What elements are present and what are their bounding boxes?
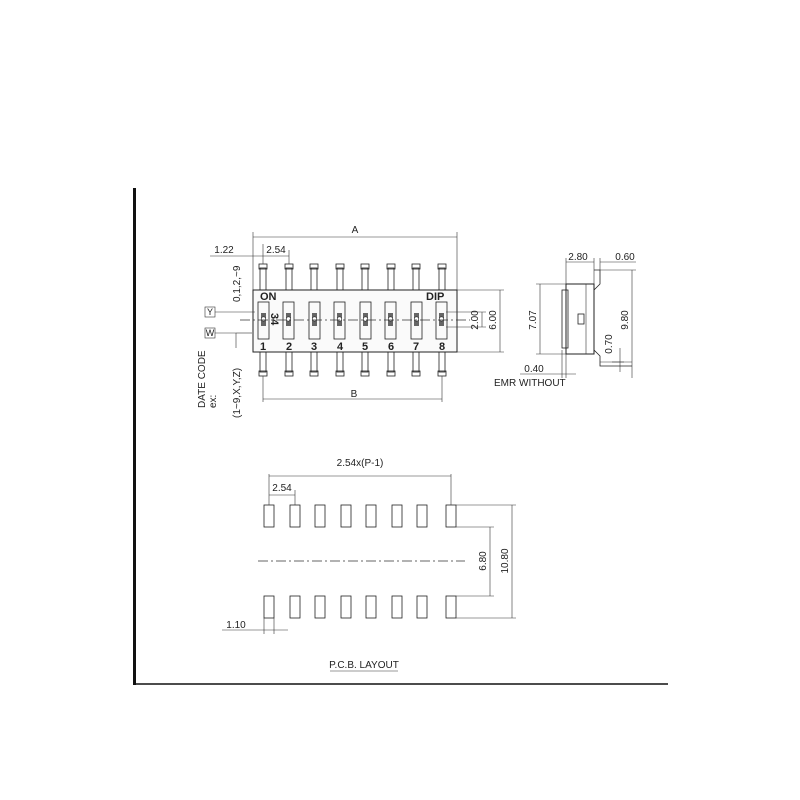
dim-pcb-pitch-label: 2.54	[272, 483, 292, 494]
side-lead-bottom	[593, 349, 632, 367]
pcb-top-pads	[263, 504, 457, 528]
pad	[263, 595, 275, 619]
pin	[258, 349, 268, 377]
pad	[445, 504, 457, 528]
dimension-heights: 2.00 6.00	[446, 289, 504, 353]
side-actuator-base	[561, 289, 569, 349]
dim-edge-label: 1.22	[214, 245, 234, 256]
pcb-bottom-pads	[263, 595, 457, 619]
dim-040-label: 0.40	[524, 364, 544, 375]
pad	[340, 504, 352, 528]
switch-number: 2	[286, 341, 292, 353]
emr-without-label: EMR WITHOUT	[494, 378, 566, 389]
actuators	[257, 301, 448, 340]
pad	[289, 504, 301, 528]
pad	[445, 595, 457, 619]
pin	[335, 349, 345, 377]
dim-070-label: 0.70	[604, 334, 615, 354]
pcb-layout: 2.54x(P-1) 2.54 6.80 10.80 1.10 P.C.B. L…	[222, 458, 516, 672]
date-code-title: DATE CODE	[197, 350, 208, 408]
pin	[360, 349, 370, 377]
dim-a-label: A	[352, 225, 359, 236]
dim-680-label: 6.80	[478, 551, 489, 571]
switch-number: 3	[311, 341, 317, 353]
pad	[391, 595, 403, 619]
pin	[284, 349, 294, 377]
switch-number: 1	[260, 341, 266, 353]
code-y-label: Y	[207, 307, 213, 317]
dim-600-label: 6.00	[488, 310, 499, 330]
pad	[391, 504, 403, 528]
dim-980-label: 9.80	[620, 310, 631, 330]
pad	[416, 595, 428, 619]
pad	[314, 504, 326, 528]
dimension-a: A	[252, 225, 458, 290]
date-code-annotation: Y W 0,1,2,~9 DATE CODE ex: (1~9,X,Y,Z)	[197, 265, 255, 418]
pad	[365, 595, 377, 619]
dimension-b: B	[262, 376, 443, 402]
dim-060-label: 0.60	[615, 252, 635, 263]
dim-200-label: 2.00	[470, 310, 481, 330]
dim-b-label: B	[351, 389, 358, 400]
pad	[314, 595, 326, 619]
date-code-ex: ex:	[208, 395, 219, 408]
switch-numbers: 1 2 3 4 5 6 7 8	[260, 341, 445, 353]
pad	[289, 595, 301, 619]
dim-pcb-span-label: 2.54x(P-1)	[337, 458, 384, 469]
top-view: ON DIP 34 1 2 3 4 5 6 7 8 A 1	[197, 225, 504, 418]
pin	[309, 349, 319, 377]
switch-number: 7	[413, 341, 419, 353]
date-code-range: (1~9,X,Y,Z)	[232, 368, 243, 418]
pcb-layout-title: P.C.B. LAYOUT	[329, 660, 399, 671]
code-digits-label: 0,1,2,~9	[232, 265, 243, 302]
switch-number: 4	[337, 341, 344, 353]
dim-110-label: 1.10	[226, 620, 246, 631]
code-w-label: W	[206, 328, 215, 338]
dim-280-label: 2.80	[568, 252, 588, 263]
pad	[416, 504, 428, 528]
switch-number: 8	[439, 341, 445, 353]
switch-number: 5	[362, 341, 368, 353]
dim-1080-label: 10.80	[500, 548, 511, 573]
pad	[340, 595, 352, 619]
side-lead-top	[593, 269, 601, 291]
side-body	[565, 283, 595, 355]
dimension-pitch-top: 1.22 2.54	[210, 244, 290, 264]
side-view: 2.80 0.60 7.07 9.80 0.70 0.40 EMR WITHOU…	[494, 252, 636, 389]
pad	[263, 504, 275, 528]
actuator	[257, 301, 270, 340]
side-actuator	[577, 313, 585, 325]
on-label: ON	[260, 291, 277, 303]
dim-707-label: 7.07	[528, 310, 539, 330]
pin	[386, 349, 396, 377]
dip-label: DIP	[426, 291, 444, 303]
switch-number: 6	[388, 341, 394, 353]
pad	[365, 504, 377, 528]
bottom-pins	[258, 349, 447, 377]
pin	[411, 349, 421, 377]
dim-pitch-label: 2.54	[266, 245, 286, 256]
frame-left-border	[133, 188, 136, 685]
switch-mark: 34	[268, 313, 280, 326]
pin	[437, 349, 447, 377]
